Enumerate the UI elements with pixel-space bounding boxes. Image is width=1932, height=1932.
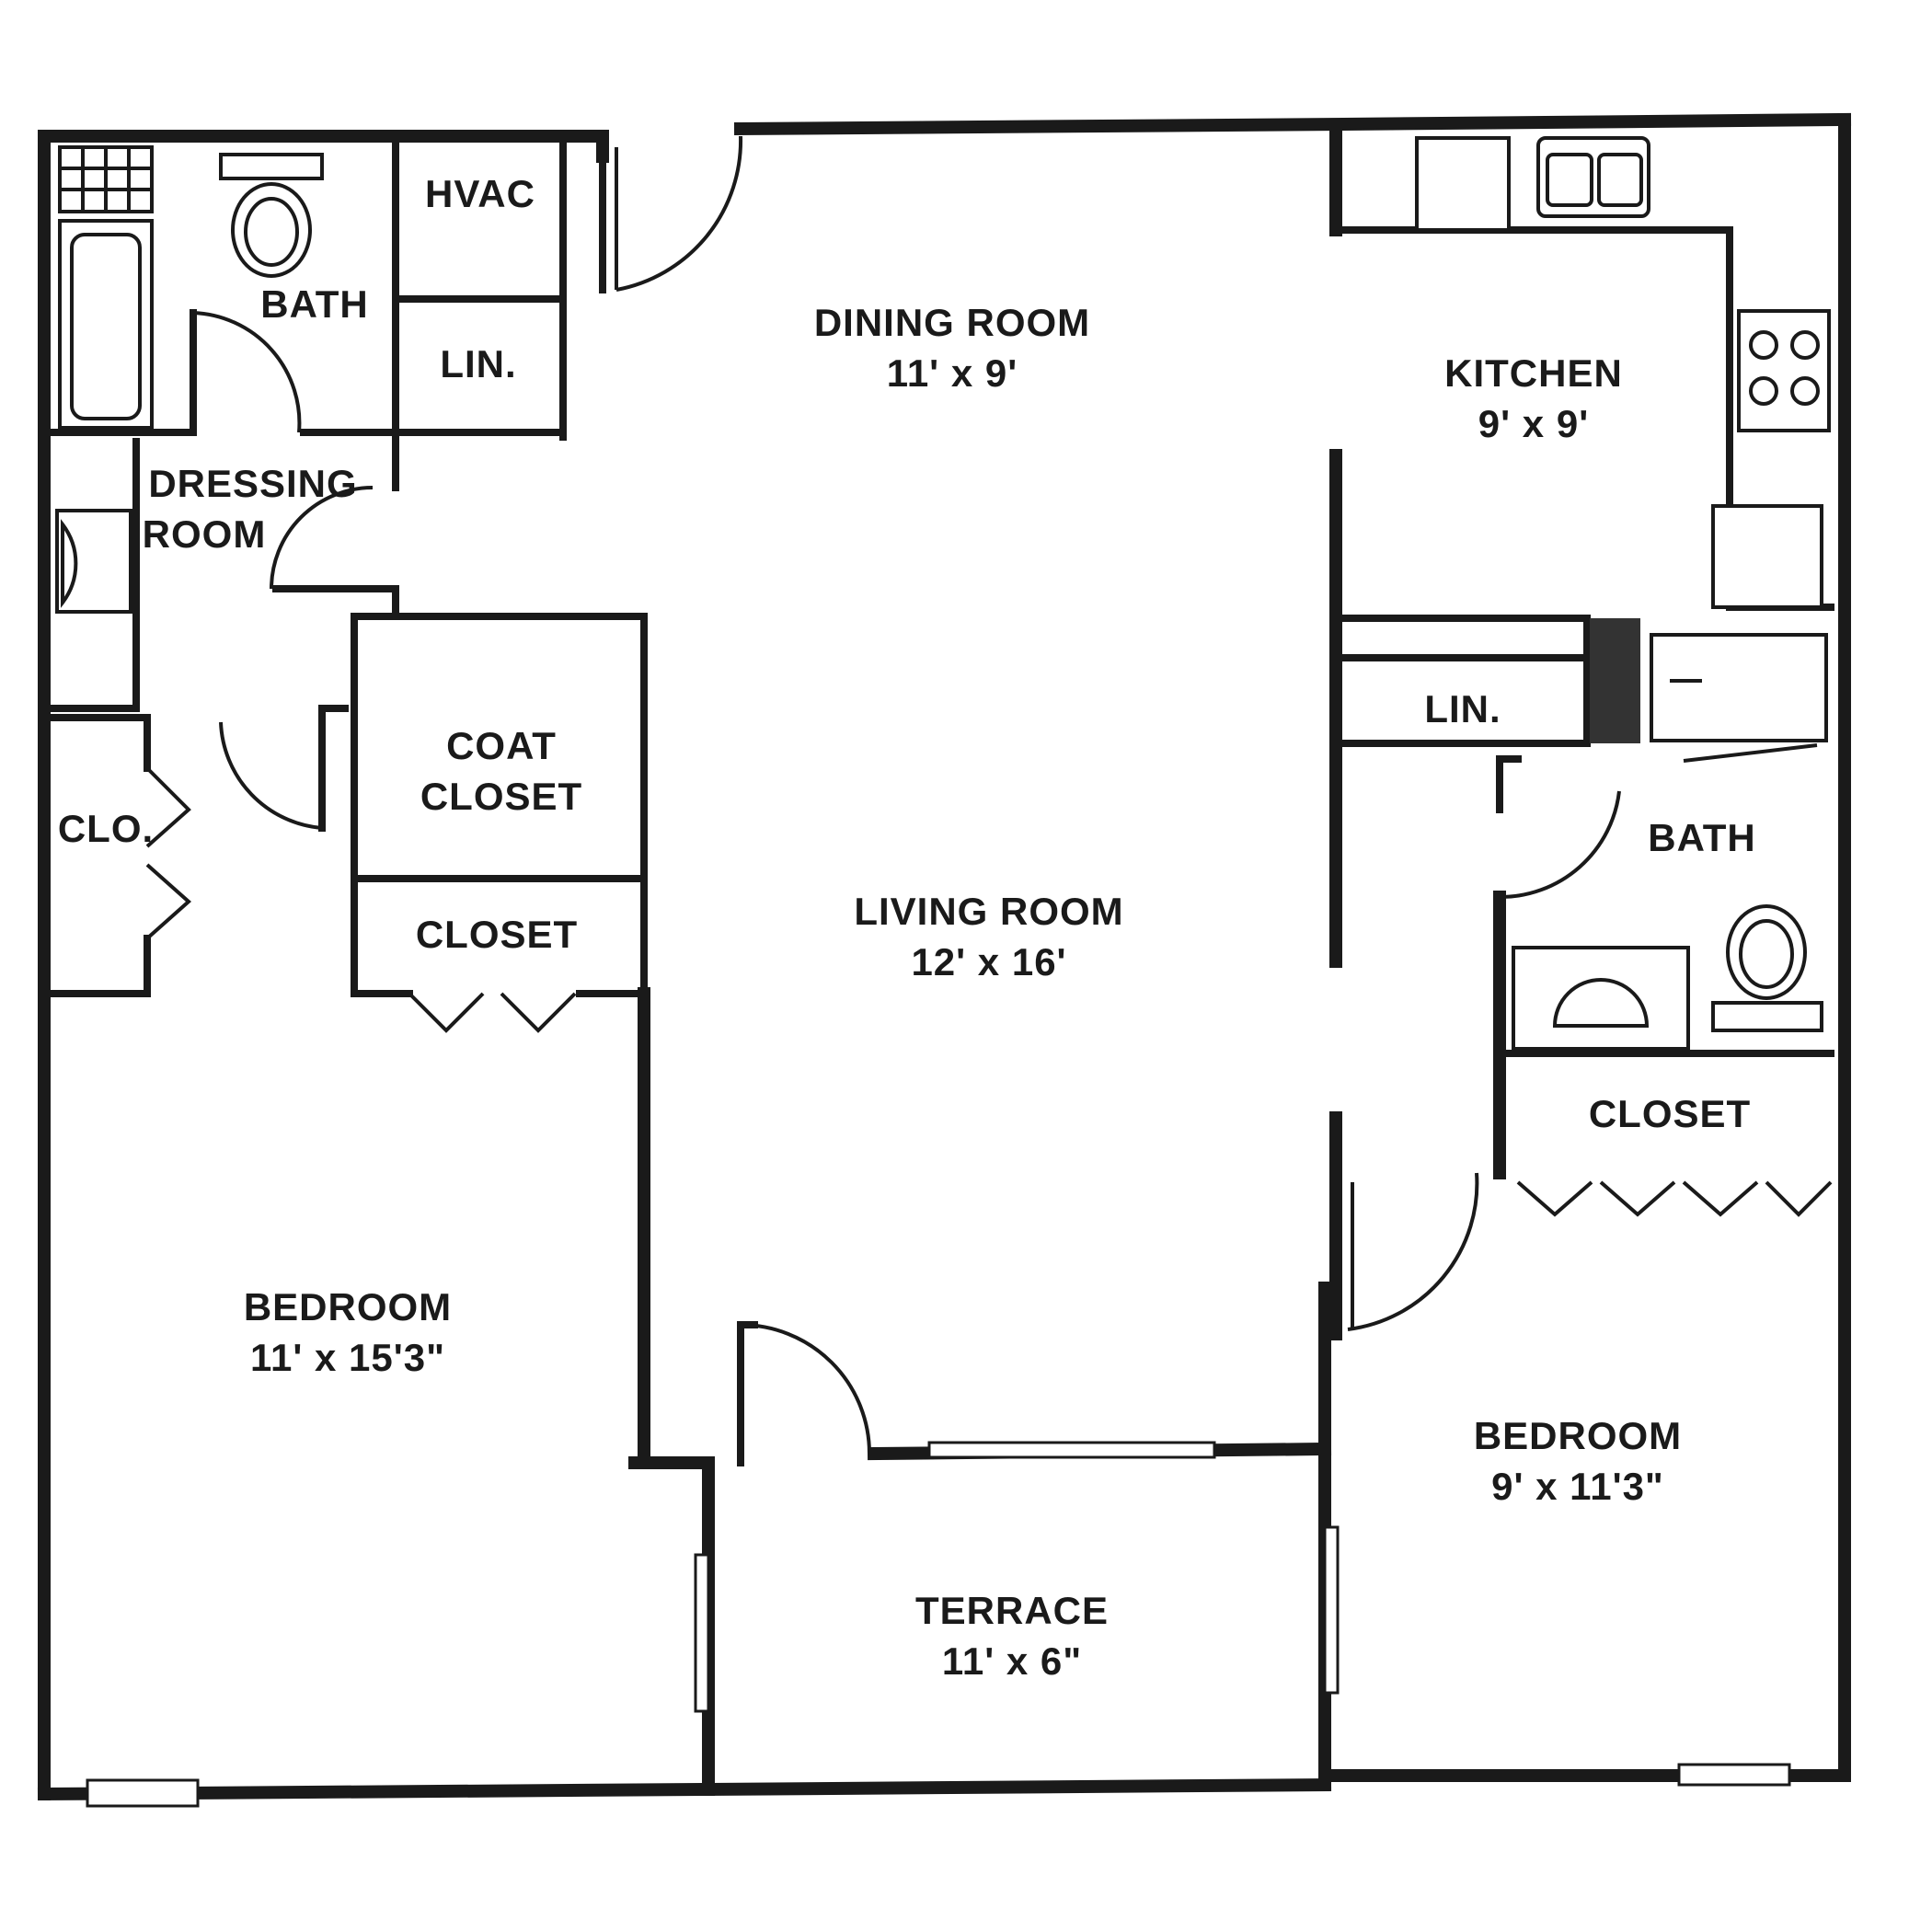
clo-label: CLO. (58, 807, 154, 850)
bedroom1-label: BEDROOM (244, 1285, 452, 1328)
refrigerator-icon (1711, 504, 1823, 609)
window-bottom-right (1677, 1763, 1791, 1787)
terrace-dims: 11' x 6" (942, 1639, 1082, 1683)
toilet-icon-2 (1711, 904, 1823, 1032)
door-swings (192, 135, 1818, 1455)
shower-icon (1650, 633, 1828, 742)
dressing-label-2: ROOM (143, 512, 267, 556)
dining-label: DINING ROOM (814, 301, 1090, 344)
kitchen-label: KITCHEN (1444, 351, 1623, 395)
living-label: LIVING ROOM (854, 890, 1123, 933)
tile-grid-icon (58, 145, 154, 213)
hvac-label: HVAC (425, 172, 535, 215)
bedroom1-dims: 11' x 15'3" (250, 1336, 445, 1379)
kitchen-sink-icon (1536, 136, 1650, 218)
window-terrace-left (694, 1553, 710, 1713)
bedroom2-label: BEDROOM (1474, 1414, 1682, 1457)
sink-icon (55, 509, 132, 614)
left-interior-walls (40, 132, 715, 1796)
linen2-label: LIN. (1424, 687, 1501, 730)
coat-closet-label-1: COAT (446, 724, 557, 767)
bath1-label: BATH (260, 282, 369, 326)
linen1-label: LIN. (440, 342, 516, 385)
window-terrace-right (1323, 1525, 1340, 1695)
dressing-label-1: DRESSING (148, 462, 357, 505)
toilet-icon (219, 153, 324, 278)
slider-window (927, 1441, 1216, 1459)
kitchen-dims: 9' x 9' (1478, 402, 1589, 445)
bedroom2-dims: 9' x 11'3" (1491, 1465, 1664, 1508)
coat-closet-label-2: CLOSET (420, 775, 582, 818)
bath2-label: BATH (1648, 816, 1756, 859)
terrace-label: TERRACE (915, 1589, 1109, 1632)
dishwasher-icon (1415, 136, 1511, 232)
living-dims: 12' x 16' (911, 940, 1066, 983)
closet1-label: CLOSET (416, 913, 578, 956)
closet2-label: CLOSET (1589, 1092, 1751, 1135)
dining-dims: 11' x 9' (887, 351, 1018, 395)
exterior-walls (37, 112, 1852, 1801)
fixtures (55, 136, 1831, 1808)
stove-icon (1737, 309, 1831, 432)
room-labels: BATH HVAC LIN. DRESSING ROOM CLO. COAT C… (58, 172, 1756, 1683)
window-bottom-left (86, 1778, 200, 1808)
chase (1590, 618, 1640, 743)
vanity-sink-icon (1512, 946, 1690, 1051)
